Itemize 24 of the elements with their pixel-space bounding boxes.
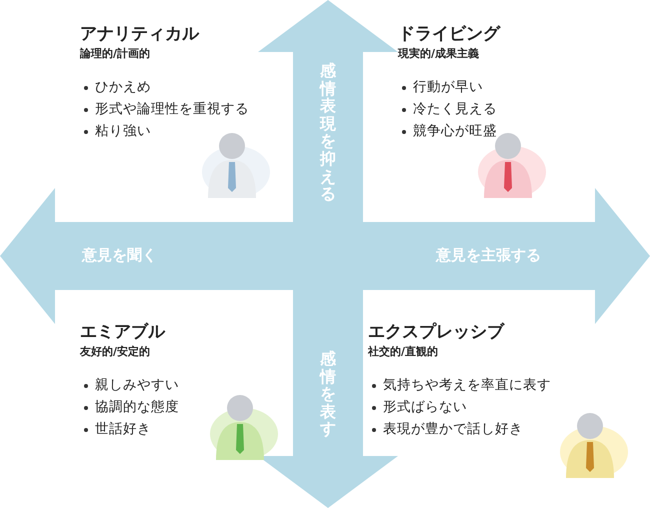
- quadrant-title: エクスプレッシブ: [368, 321, 504, 343]
- bullet-item: 協調的な態度: [95, 398, 179, 416]
- bullet-item: 競争心が旺盛: [413, 122, 497, 140]
- bullet-item: 気持ちや考えを率直に表す: [383, 376, 551, 394]
- arrow-label: 感情表現を抑える: [320, 62, 336, 203]
- bullet-item: 行動が早い: [413, 78, 483, 96]
- bullet-item: 形式ばらない: [383, 398, 467, 416]
- bullet-item: 形式や論理性を重視する: [95, 100, 249, 118]
- arrow-label: 感情を表す: [320, 350, 336, 438]
- quadrant-subtitle: 現実的/成果主義: [398, 46, 480, 61]
- bullet-item: 世話好き: [95, 420, 151, 438]
- arrow-label: 意見を主張する: [436, 246, 541, 265]
- quadrant-subtitle: 友好的/安定的: [80, 344, 150, 359]
- quadrant-subtitle: 論理的/計画的: [80, 46, 150, 61]
- quadrant-title: エミアブル: [80, 321, 165, 343]
- arrow-label: 意見を聞く: [82, 246, 157, 265]
- bullet-item: ひかえめ: [95, 78, 151, 96]
- bullet-item: 冷たく見える: [413, 100, 497, 118]
- bullet-item: 粘り強い: [95, 122, 151, 140]
- quadrant-title: ドライビング: [398, 23, 500, 45]
- bullet-item: 表現が豊かで話し好き: [383, 420, 523, 438]
- quadrant-title: アナリティカル: [80, 23, 199, 45]
- bullet-item: 親しみやすい: [95, 376, 179, 394]
- quadrant-subtitle: 社交的/直観的: [368, 344, 438, 359]
